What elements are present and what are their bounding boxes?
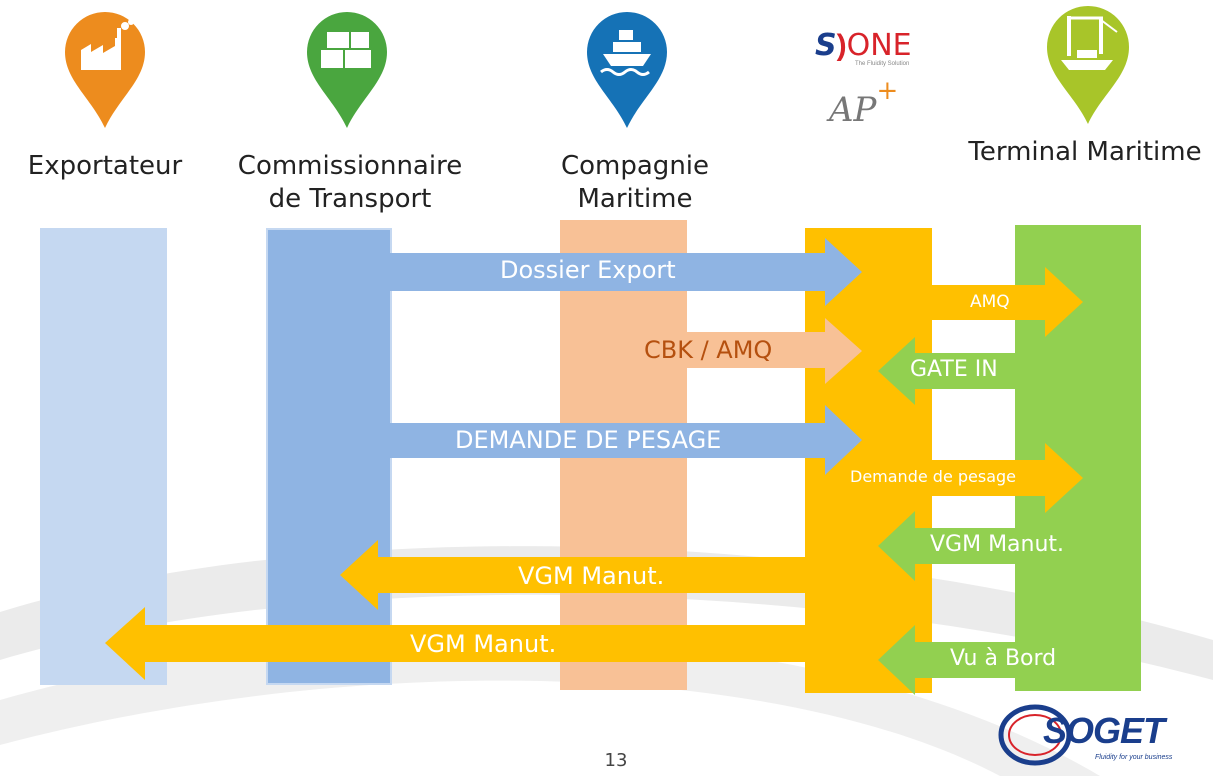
arrow-vgm-manut-exportateur — [105, 607, 805, 680]
arrow-gate-in — [878, 337, 1015, 405]
label-amq: AMQ — [970, 292, 1010, 312]
arrow-demande-pesage-terminal — [932, 443, 1083, 513]
page-number: 13 — [604, 750, 628, 771]
arrow-demande-de-pesage — [342, 405, 862, 475]
s-one-logo: S)ONE — [815, 28, 912, 63]
actor-label-commissionnaire: Commissionnaire de Transport — [237, 151, 463, 214]
label-dossier-export: Dossier Export — [500, 256, 676, 284]
soget-logo: SOGET Fluidity for your business — [995, 700, 1205, 770]
arrow-vgm-manut-terminal — [878, 511, 1015, 581]
label-vgm-manut-exportateur: VGM Manut. — [410, 630, 557, 658]
label-demande-pesage-terminal: Demande de pesage — [850, 467, 1017, 486]
s-one-ap-plus-logo: S)ONE The Fluidity Solution AP+ — [815, 28, 935, 138]
arrow-cbk-amq — [687, 318, 862, 384]
label-cbk-amq: CBK / AMQ — [644, 336, 773, 364]
label-vgm-manut-terminal: VGM Manut. — [930, 532, 1065, 557]
label-demande-de-pesage: DEMANDE DE PESAGE — [455, 426, 722, 454]
label-vgm-manut-commissionnaire: VGM Manut. — [518, 562, 665, 590]
arrow-amq — [930, 267, 1083, 337]
factory-icon — [65, 12, 145, 128]
actor-label-exportateur: Exportateur — [27, 151, 183, 181]
soget-swoosh-icon — [998, 704, 1072, 766]
arrow-vu-a-bord — [878, 625, 1015, 695]
ap-plus-logo: AP+ — [829, 76, 899, 130]
ship-icon — [587, 12, 667, 128]
actor-label-terminal: Terminal Maritime — [968, 137, 1202, 167]
arrow-dossier-export — [390, 238, 862, 306]
s-one-tagline: The Fluidity Solution — [855, 61, 910, 67]
label-vu-a-bord: Vu à Bord — [950, 646, 1057, 671]
label-gate-in: GATE IN — [910, 357, 998, 382]
column-exportateur — [40, 228, 167, 685]
crane-icon — [1047, 6, 1129, 124]
arrow-vgm-manut-commissionnaire — [340, 540, 805, 610]
actor-label-compagnie: Compagnie Maritime — [560, 151, 710, 214]
boxes-icon — [307, 12, 387, 128]
